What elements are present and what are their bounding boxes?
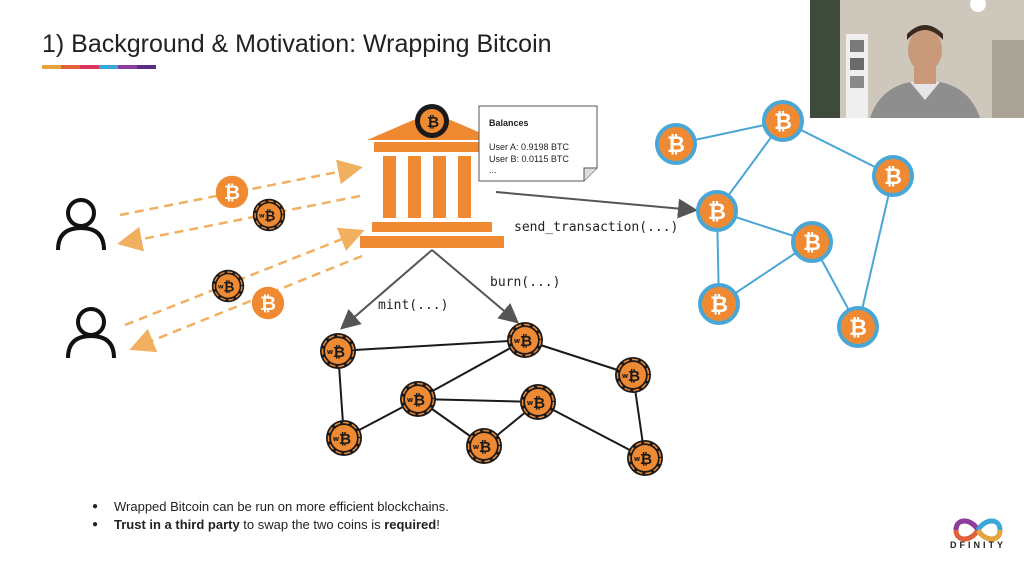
deposit-arrow <box>124 227 365 327</box>
bitcoin-node <box>655 123 697 165</box>
slide-title: 1) Background & Motivation: Wrapping Bit… <box>42 30 552 58</box>
bitcoin-icon <box>215 175 249 209</box>
wrapped-bitcoin-network <box>319 321 664 477</box>
bitcoin-icon <box>251 286 285 320</box>
dfinity-wordmark: DFINITY <box>950 540 1006 550</box>
burn-label: burn(...) <box>490 275 560 290</box>
receive-arrow <box>117 194 361 252</box>
wrapped-bitcoin-node <box>506 321 544 359</box>
bitcoin-node <box>762 100 804 142</box>
burn-arrow <box>431 249 520 324</box>
wrapped-bitcoin-node <box>399 380 437 418</box>
bitcoin-network <box>655 100 914 348</box>
balance-user-b: User B: 0.0115 BTC <box>489 154 569 164</box>
send-transaction-arrow <box>495 191 698 219</box>
balances-heading: Balances <box>489 118 529 128</box>
bullet-item: Trust in a third party to swap the two c… <box>92 516 449 534</box>
svg-text:₿: ₿ <box>427 113 439 131</box>
accent-bar <box>42 65 156 69</box>
bitcoin-node <box>698 283 740 325</box>
bitcoin-node <box>696 190 738 232</box>
bullet-item: Wrapped Bitcoin can be run on more effic… <box>92 498 449 516</box>
wrapped-bitcoin-node <box>626 439 664 477</box>
wrapped-bitcoin-node <box>319 332 357 370</box>
wrapped-bitcoin-node <box>325 419 363 457</box>
wrapped-bitcoin-icon <box>211 269 245 303</box>
bullet-list: Wrapped Bitcoin can be run on more effic… <box>92 498 449 534</box>
balances-note: Balances User A: 0.9198 BTC User B: 0.01… <box>478 105 598 182</box>
send-transaction-label: send_transaction(...) <box>514 220 678 235</box>
bitcoin-node <box>837 306 879 348</box>
wrapped-bitcoin-icon <box>252 198 286 232</box>
presenter-webcam <box>810 0 1024 118</box>
balance-user-a: User A: 0.9198 BTC <box>489 142 570 152</box>
wrapped-bitcoin-node <box>519 383 557 421</box>
dfinity-logo-icon <box>953 518 1003 542</box>
user-icon <box>66 307 116 359</box>
user-icon <box>56 198 106 251</box>
mint-label: mint(...) <box>378 298 448 313</box>
bank-coin-icon: ₿ <box>415 104 449 138</box>
balance-more: ... <box>489 165 497 175</box>
receive-arrow <box>129 254 363 353</box>
wrapped-bitcoin-node <box>465 427 503 465</box>
bitcoin-node <box>791 221 833 263</box>
mint-arrow <box>339 249 433 330</box>
bitcoin-node <box>872 155 914 197</box>
wrapped-bitcoin-node <box>614 356 652 394</box>
